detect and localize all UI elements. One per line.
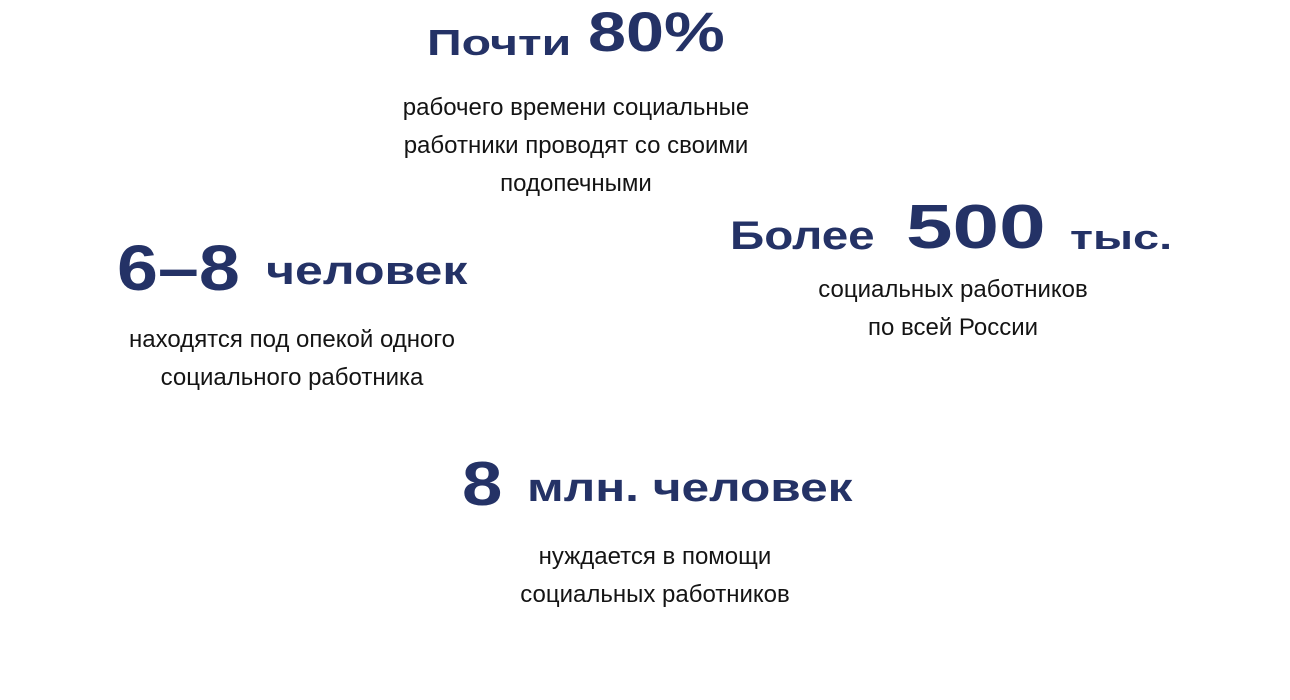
stat-value: 6–8 [117,232,240,304]
description-line: социального работника [160,364,424,391]
stat-description: социальных работников по всей России [653,271,1253,347]
description-line: подопечными [500,170,652,197]
stat-description: находятся под опекой одного социального … [0,321,592,397]
stat-value: 80% [588,0,725,63]
description-line: социальных работников [818,276,1088,303]
stat-value: 500 [906,193,1046,262]
description-line: социальных работников [520,581,790,608]
stat-suffix: тыс. [1070,219,1173,257]
description-line: рабочего времени социальные [402,94,750,121]
stat-prefix: Почти [427,22,572,63]
stat-suffix: млн. человек [527,466,853,510]
description-line: находятся под опекой одного [129,326,455,353]
stat-suffix: человек [266,249,468,293]
description-line: нуждается в помощи [538,543,772,570]
description-line: работники проводят со своими [403,132,749,159]
stat-description: нуждается в помощи социальных работников [355,538,955,614]
description-line: по всей России [867,314,1039,341]
stat-prefix: Более [730,214,875,258]
stat-value: 8 [462,450,503,519]
stat-description: рабочего времени социальные работники пр… [276,89,876,203]
